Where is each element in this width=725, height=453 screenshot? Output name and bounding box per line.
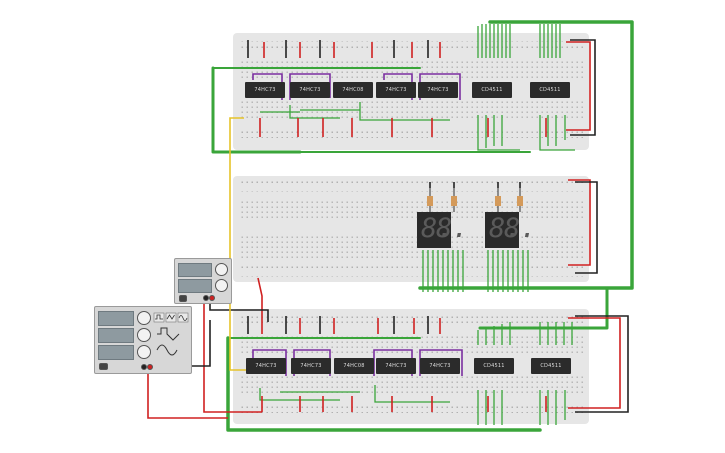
seven-segment-display[interactable]: 8. 8. [485, 212, 537, 248]
triangle-wave-icon[interactable] [165, 312, 177, 323]
display-digit: 8. [504, 215, 537, 242]
terminal-negative-icon[interactable] [203, 295, 209, 301]
resistor-array[interactable] [427, 188, 523, 212]
chip-74hc08[interactable]: 74HC08 [333, 82, 373, 98]
black-wires[interactable] [153, 39, 629, 413]
generator-display-offset [98, 345, 134, 360]
seven-segment-display[interactable]: 8. 8. [417, 212, 469, 248]
power-supply[interactable] [174, 258, 232, 304]
chip-74hc73[interactable]: 74HC73 [291, 358, 331, 374]
offset-knob-icon[interactable] [137, 345, 151, 359]
chip-74hc73[interactable]: 74HC73 [420, 358, 460, 374]
chip-74hc73[interactable]: 74HC73 [418, 82, 458, 98]
chip-74hc08[interactable]: 74HC08 [334, 358, 374, 374]
amplitude-knob-icon[interactable] [137, 328, 151, 342]
power-supply-display-voltage [178, 263, 212, 277]
generator-display-frequency [98, 311, 134, 326]
generator-terminal-negative-icon[interactable] [141, 364, 147, 370]
function-generator[interactable] [94, 306, 192, 374]
chip-74hc73[interactable]: 74HC73 [290, 82, 330, 98]
chip-74hc73[interactable]: 74HC73 [376, 358, 416, 374]
red-wires[interactable] [147, 41, 621, 419]
chip-74hc73[interactable]: 74HC73 [245, 82, 285, 98]
waveform-preview-icon [156, 327, 180, 356]
voltage-knob-icon[interactable] [215, 263, 228, 276]
green-wires-top[interactable] [260, 24, 575, 151]
power-supply-display-current [178, 279, 212, 293]
generator-terminal-positive-icon[interactable] [147, 364, 153, 370]
chip-74hc73[interactable]: 74HC73 [376, 82, 416, 98]
chip-cd4511[interactable]: CD4511 [474, 358, 514, 374]
display-digit: 8. [489, 213, 522, 244]
chip-cd4511[interactable]: CD4511 [530, 82, 570, 98]
green-wires-bottom[interactable] [259, 322, 573, 425]
generator-display-amplitude [98, 328, 134, 343]
green-wires-display[interactable] [422, 250, 529, 292]
yellow-wire[interactable] [229, 117, 250, 371]
green-wires-main[interactable] [211, 20, 634, 432]
power-toggle-icon[interactable] [179, 295, 187, 302]
chip-cd4511[interactable]: CD4511 [531, 358, 571, 374]
sine-wave-icon[interactable] [177, 312, 189, 323]
chip-74hc73[interactable]: 74HC73 [246, 358, 286, 374]
current-knob-icon[interactable] [215, 279, 228, 292]
generator-power-toggle-icon[interactable] [99, 363, 108, 370]
display-digit: 8. [421, 213, 454, 244]
terminal-positive-icon[interactable] [209, 295, 215, 301]
frequency-knob-icon[interactable] [137, 311, 151, 325]
display-digit: 8. [436, 215, 469, 242]
chip-cd4511[interactable]: CD4511 [472, 82, 512, 98]
square-wave-icon[interactable] [153, 312, 165, 323]
